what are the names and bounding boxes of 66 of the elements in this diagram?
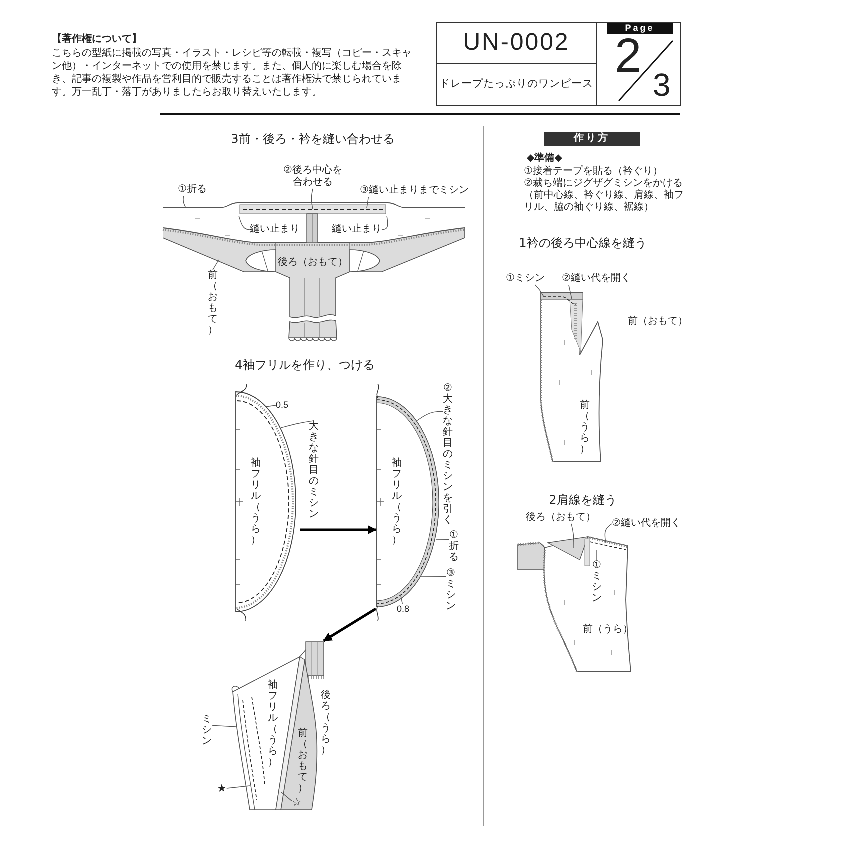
copyright-heading: 【著作権について】 — [52, 33, 142, 46]
annotation-label: ①折る — [178, 184, 207, 196]
prep-step: ②裁ち端にジグザグミシンをかける（前中心線、衿ぐり線、肩線、袖フリル、脇の袖ぐり線、裾線） — [524, 178, 690, 214]
step-heading: 4袖フリルを作り、つける — [235, 358, 375, 373]
leader-line — [226, 786, 250, 789]
title-panel: ドレープたっぷりのワンピース — [436, 63, 597, 106]
step-heading: 3前・後ろ・衿を縫い合わせる — [231, 132, 395, 147]
leader-line — [382, 216, 388, 230]
leader-line — [280, 420, 314, 428]
star-symbol: ★ — [217, 782, 227, 795]
star-symbol: ☆ — [292, 796, 302, 809]
leader-line — [604, 524, 612, 544]
leader-line — [568, 284, 572, 300]
annotation-label: ②大きな針目のミシンを引く — [443, 383, 453, 526]
annotation-label: ①ミシン — [592, 560, 602, 604]
annotation-label: 後ろ（おもて） — [526, 512, 596, 524]
measurement-label: 0.8 — [397, 604, 410, 615]
leader-line — [212, 260, 220, 270]
arrow — [300, 526, 377, 534]
page-panel — [596, 22, 681, 106]
annotation-label: ③ミシン — [446, 568, 456, 612]
leader-line — [311, 188, 314, 210]
part-label: 後ろ（うら） — [321, 690, 331, 756]
leader-line — [366, 196, 370, 208]
part-label: 後ろ（おもて） — [278, 257, 348, 269]
leader-line — [420, 576, 446, 578]
measurement-label: 0.5 — [276, 400, 289, 411]
page-tab: Page — [607, 23, 673, 34]
part-label: 前（おもて） — [298, 728, 308, 794]
part-label: 袖フリル（うら） — [268, 680, 278, 768]
annotation-label: ②縫い代を開く — [612, 518, 681, 530]
leader-line — [212, 725, 236, 728]
step-heading: 2肩線を縫う — [549, 493, 617, 508]
leader-line — [571, 524, 574, 548]
page-number: 2 — [615, 33, 642, 81]
leader-line — [280, 792, 292, 802]
section-header-bar: 作り方 — [544, 132, 640, 146]
annotation-label: ②後ろ中心を合わせる — [282, 165, 344, 189]
leader-line — [400, 596, 403, 604]
annotation-label: ②縫い代を開く — [562, 273, 631, 285]
annotation-label: 大きな針目のミシン — [309, 421, 319, 520]
step-heading: 1衿の後ろ中心線を縫う — [519, 236, 647, 251]
annotation-label: ①折る — [449, 530, 459, 563]
annotation-label: ①ミシン — [506, 273, 545, 285]
annotation-label: ミシン — [202, 714, 212, 747]
part-label: 袖フリル（うら） — [392, 458, 402, 546]
page-count: 3 — [653, 69, 671, 101]
annotation-label: ③縫い止まりまでミシン — [360, 185, 469, 197]
leader-line — [238, 216, 250, 230]
copyright-notice: こちらの型紙に掲載の写真・イラスト・レシピ等の転載・複写（コピー・スキャン他）・インターネットでの使用を禁じます。また、個人的に楽しむ場合を除き、記事の複製や作品を営利目的で販売することは著作権法で禁じられています。万一乱丁・落丁がありましたらお取り替えいたします。 — [52, 47, 413, 99]
part-label: 前（うら） — [580, 400, 590, 455]
arrow — [323, 608, 377, 642]
part-label: 袖フリル（うら） — [251, 458, 261, 546]
leader-line — [416, 411, 444, 422]
prep-step: ①接着テープを貼る（衿ぐり） — [524, 165, 663, 178]
prep-heading: ◆準備◆ — [527, 152, 562, 165]
leader-line — [596, 550, 598, 560]
leader-line — [534, 284, 544, 298]
pattern-code-panel: UN-0002 — [436, 22, 597, 64]
leader-line — [266, 405, 276, 408]
leader-line — [183, 196, 186, 208]
annotation-label: 縫い止まり — [332, 224, 382, 236]
annotation-label: 前（おもて） — [208, 270, 218, 336]
part-label: 前（うら） — [583, 624, 633, 636]
annotation-label: 縫い止まり — [250, 224, 300, 236]
part-label: 前（おもて） — [628, 315, 688, 328]
